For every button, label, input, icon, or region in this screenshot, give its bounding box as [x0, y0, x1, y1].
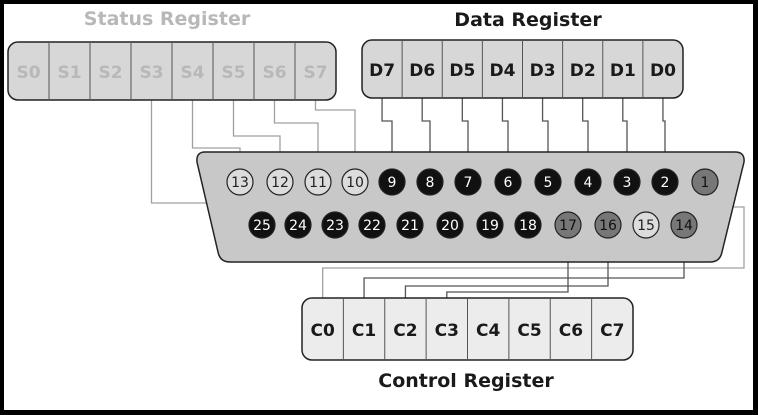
pin-25-label: 25 [253, 218, 271, 234]
pin-5-label: 5 [544, 175, 553, 191]
pin-17-circle [554, 211, 582, 239]
pin-16-label: 16 [599, 218, 617, 234]
pin-3-label: 3 [623, 175, 632, 191]
pin-1-label: 1 [701, 175, 710, 191]
wire-data-d6 [421, 98, 431, 169]
status-bit-s5: S5 [221, 63, 245, 83]
wire-data-d4 [501, 98, 509, 169]
pin-22-label: 22 [363, 218, 381, 234]
pin-7-label: 7 [464, 175, 473, 191]
pin-24-circle [284, 211, 312, 239]
pin-22-circle [358, 211, 386, 239]
pin-20-circle [436, 211, 464, 239]
wire-data-d7 [381, 98, 393, 169]
wire-data-d0 [662, 98, 666, 169]
wire-data-d2 [582, 98, 589, 169]
control-bit-c5: C5 [517, 321, 541, 341]
data-bit-d1: D1 [610, 61, 636, 81]
pin-19-label: 19 [481, 218, 499, 234]
pin-4-circle [574, 168, 602, 196]
pin-21-circle [396, 211, 424, 239]
control-bit-c1: C1 [352, 321, 376, 341]
status-bit-s7: S7 [303, 63, 327, 83]
status-bit-s1: S1 [57, 63, 81, 83]
wire-control-c3 [446, 238, 569, 298]
control-bit-c2: C2 [393, 321, 417, 341]
pin-10-label: 10 [346, 175, 364, 191]
control-register-title: Control Register [378, 370, 554, 392]
pin-2-label: 2 [661, 175, 670, 191]
pin-16-circle [594, 211, 622, 239]
wire-status-s7 [314, 100, 356, 169]
pin-23-label: 23 [326, 218, 344, 234]
pin-11-circle [304, 168, 332, 196]
pin-1-circle [691, 168, 719, 196]
data-bit-d4: D4 [489, 61, 515, 81]
pin-6-label: 6 [504, 175, 513, 191]
connector-top-pin-row: 13 12 11 10 9 8 7 6 5 4 3 2 1 [226, 168, 719, 196]
pin-14-circle [670, 211, 698, 239]
pin-11-label: 11 [309, 175, 327, 191]
pin-8-label: 8 [426, 175, 435, 191]
pin-12-circle [266, 168, 294, 196]
data-bit-d3: D3 [530, 61, 556, 81]
pin-13-label: 13 [231, 175, 249, 191]
pin-5-circle [534, 168, 562, 196]
control-bit-c4: C4 [476, 321, 500, 341]
pin-23-circle [321, 211, 349, 239]
status-register: S0 S1 S2 S3 S4 S5 S6 S7 [7, 41, 337, 101]
control-bit-c3: C3 [435, 321, 459, 341]
data-bit-d0: D0 [650, 61, 676, 81]
pin-4-label: 4 [584, 175, 593, 191]
pin-25-circle [248, 211, 276, 239]
pin-21-label: 21 [401, 218, 419, 234]
status-bit-s2: S2 [98, 63, 122, 83]
pin-18-circle [514, 211, 542, 239]
data-register: D7 D6 D5 D4 D3 D2 D1 D0 [361, 39, 684, 99]
pin-12-label: 12 [271, 175, 289, 191]
data-bit-d5: D5 [449, 61, 475, 81]
pin-24-label: 24 [289, 218, 307, 234]
wire-data-d3 [541, 98, 549, 169]
status-register-title: Status Register [84, 8, 251, 30]
pin-2-circle [651, 168, 679, 196]
status-bit-s6: S6 [262, 63, 286, 83]
data-bit-d7: D7 [369, 61, 395, 81]
control-register: C0 C1 C2 C3 C4 C5 C6 C7 [301, 297, 634, 361]
pin-9-circle [378, 168, 406, 196]
pin-19-circle [476, 211, 504, 239]
status-bit-s4: S4 [180, 63, 204, 83]
pin-8-circle [416, 168, 444, 196]
pin-13-circle [226, 168, 254, 196]
data-bit-d6: D6 [409, 61, 435, 81]
control-bit-c0: C0 [311, 321, 335, 341]
pin-17-label: 17 [559, 218, 577, 234]
status-bit-s3: S3 [139, 63, 163, 83]
pin-3-circle [613, 168, 641, 196]
data-register-title: Data Register [454, 9, 602, 31]
pin-9-label: 9 [388, 175, 397, 191]
wire-data-d5 [461, 98, 469, 169]
pin-14-label: 14 [675, 218, 693, 234]
wire-data-d1 [622, 98, 628, 169]
pin-18-label: 18 [519, 218, 537, 234]
pin-10-circle [341, 168, 369, 196]
control-bit-c6: C6 [559, 321, 583, 341]
pin-15-circle [632, 211, 660, 239]
wire-status-s6 [273, 100, 319, 169]
data-bit-d2: D2 [570, 61, 596, 81]
connector-bottom-pin-row: 25 24 23 22 21 20 19 18 17 16 15 14 [248, 211, 698, 239]
pin-6-circle [494, 168, 522, 196]
pin-7-circle [454, 168, 482, 196]
status-bit-s0: S0 [16, 63, 40, 83]
pin-15-label: 15 [637, 218, 655, 234]
control-bit-c7: C7 [600, 321, 624, 341]
pin-20-label: 20 [441, 218, 459, 234]
